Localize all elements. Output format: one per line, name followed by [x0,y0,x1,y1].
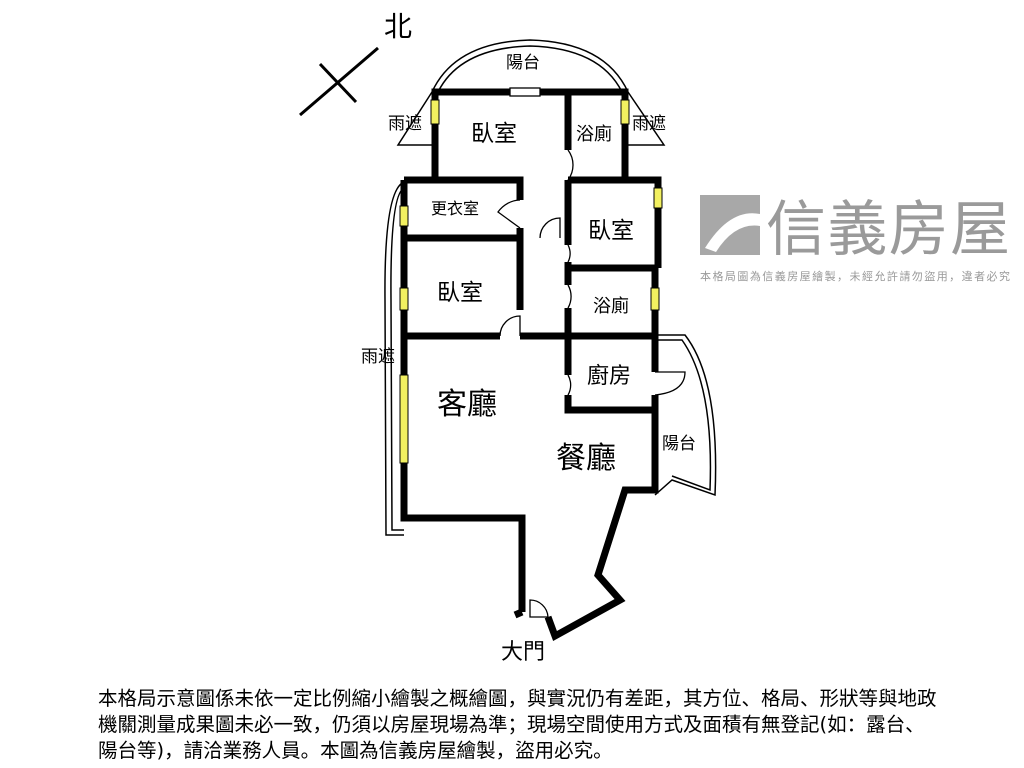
window [399,287,409,311]
label-bath-top: 浴廁 [576,123,612,145]
watermark-brand: 信義房屋 [766,195,1010,265]
label-living-room: 客廳 [437,387,497,422]
disclaimer-text: 本格局示意圖係未依一定比例縮小繪製之概繪圖，與實況仍有差距，其方位、格局、形狀等… [98,687,937,762]
watermark-notice: 本格局圖為信義房屋繪製，未經允許請勿盜用，違者必究 [700,269,1010,283]
window [430,99,440,125]
watermark-logo-swoosh [705,213,760,252]
label-main-door: 大門 [501,640,545,665]
label-bedroom-left: 臥室 [437,280,483,306]
label-canopy-left-top: 雨遮 [388,114,422,134]
watermark: 信義房屋 本格局圖為信義房屋繪製，未經允許請勿盜用，違者必究 [700,195,1010,283]
windows [399,99,663,464]
label-kitchen: 廚房 [587,364,631,389]
label-bath-middle: 浴廁 [593,295,629,317]
north-arrow-icon [299,46,379,117]
walls [400,88,662,642]
window [620,99,630,125]
balcony-outlines [384,39,717,536]
window [653,187,663,209]
window [399,205,409,227]
label-canopy-right-top: 雨遮 [632,114,666,134]
window [399,374,409,464]
label-balcony-top: 陽台 [506,53,540,73]
label-canopy-left: 雨遮 [361,347,395,367]
label-dining-room: 餐廳 [556,441,616,476]
window [650,287,660,311]
label-bedroom-right: 臥室 [588,218,634,244]
doors [497,87,686,618]
north-label: 北 [384,10,412,43]
label-balcony-right: 陽台 [662,434,696,454]
label-walk-in-closet: 更衣室 [431,199,479,218]
label-bedroom-master: 臥室 [471,121,517,147]
